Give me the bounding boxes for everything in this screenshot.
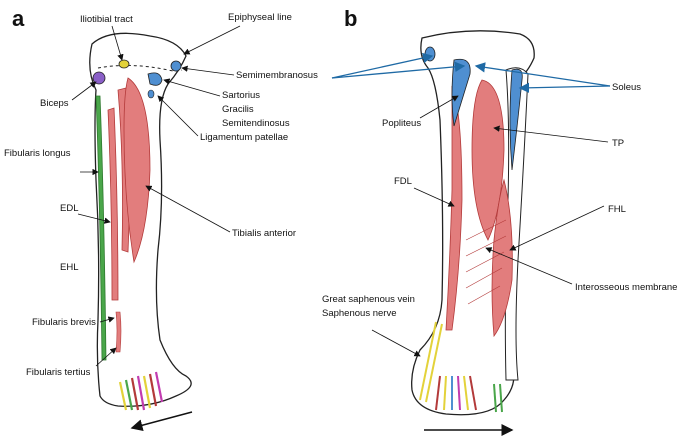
interosseous-membrane xyxy=(465,219,507,305)
semimembranosus-attachment-a xyxy=(170,60,182,72)
label-tibialis-anterior: Tibialis anterior xyxy=(232,228,296,239)
tibialis-anterior-muscle xyxy=(123,77,151,264)
semitendinosus-attachment xyxy=(147,89,155,99)
label-sartorius: Sartorius xyxy=(222,90,260,101)
pes-anserinus-attachment xyxy=(147,72,163,86)
edl-muscle xyxy=(107,107,119,301)
saphenous-structures xyxy=(419,321,443,403)
panel-a-letter: a xyxy=(12,6,25,31)
tp-muscle xyxy=(471,79,505,241)
label-popliteus: Popliteus xyxy=(382,118,421,129)
tibia-outline-b xyxy=(411,30,535,416)
iliotibial-attachment xyxy=(118,59,130,69)
fibularis-brevis-muscle xyxy=(115,311,122,353)
panel-a: a Iliotibial tra xyxy=(4,6,318,432)
distal-tendons-a xyxy=(118,371,164,411)
fhl-muscle xyxy=(491,178,513,338)
semimembranosus-attachment-b xyxy=(424,46,436,62)
popliteus-attachment xyxy=(451,58,471,127)
biceps-attachment xyxy=(92,71,106,85)
panel-b: b xyxy=(322,6,677,436)
label-ehl: EHL xyxy=(60,262,78,273)
label-soleus: Soleus xyxy=(612,82,641,93)
label-tp: TP xyxy=(612,138,624,149)
panel-b-letter: b xyxy=(344,6,357,31)
label-fibularis-longus: Fibularis longus xyxy=(4,148,71,159)
label-fibularis-tertius: Fibularis tertius xyxy=(26,367,91,378)
label-fhl: FHL xyxy=(608,204,626,215)
label-edl: EDL xyxy=(60,203,78,214)
label-gracilis: Gracilis xyxy=(222,104,254,115)
label-iliotibial-tract: Iliotibial tract xyxy=(80,14,133,25)
label-great-saphenous-vein: Great saphenous vein xyxy=(322,294,415,305)
direction-arrow-a xyxy=(130,411,193,432)
label-saphenous-nerve: Saphenous nerve xyxy=(322,308,396,319)
label-fdl: FDL xyxy=(394,176,412,187)
soleus-attachment xyxy=(509,68,523,171)
fdl-muscle xyxy=(445,85,463,331)
distal-tendons-b xyxy=(435,375,503,413)
label-fibularis-brevis: Fibularis brevis xyxy=(32,317,96,328)
label-semimembranosus: Semimembranosus xyxy=(236,70,318,81)
label-epiphyseal-line: Epiphyseal line xyxy=(228,12,292,23)
label-biceps: Biceps xyxy=(40,98,69,109)
label-ligamentum-patellae: Ligamentum patellae xyxy=(200,132,288,143)
label-interosseous-membrane: Interosseous membrane xyxy=(575,282,677,293)
label-semitendinosus: Semitendinosus xyxy=(222,118,290,129)
